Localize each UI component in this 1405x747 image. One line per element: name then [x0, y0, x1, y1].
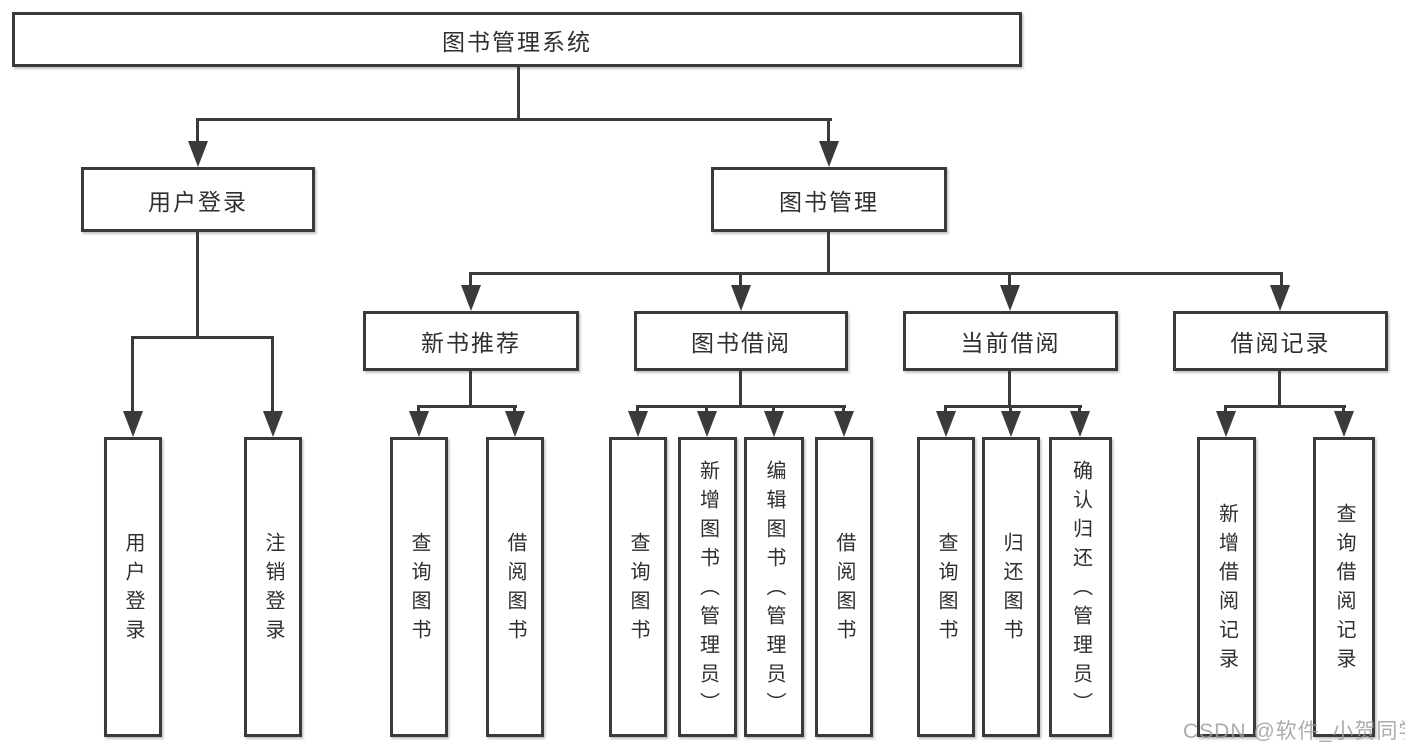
node-new-book-recommend: 新书推荐: [363, 311, 579, 371]
arrowhead-down-icon: [263, 411, 283, 437]
connector-stub: [842, 405, 845, 416]
leaf-query-books-borrow: 查询图书: [609, 437, 667, 737]
arrowhead-down-icon: [1001, 411, 1021, 437]
leaf-return-books: 归还图书: [982, 437, 1040, 737]
leaf-edit-books-admin: 编辑图书（管理员）: [744, 437, 804, 737]
connector-stub: [1078, 405, 1081, 416]
arrowhead-down-icon: [409, 411, 429, 437]
leaf-user-login: 用户登录: [104, 437, 162, 737]
arrowhead-down-icon: [1070, 411, 1090, 437]
connector-stub: [1008, 272, 1011, 288]
connector-stub: [1280, 272, 1283, 288]
connector-stub: [271, 336, 274, 414]
connector-stub: [636, 405, 639, 416]
connector-stub: [131, 336, 134, 414]
arrowhead-down-icon: [764, 411, 784, 437]
connector-stub: [469, 272, 472, 288]
connector-current-drop: [1008, 371, 1011, 408]
arrowhead-down-icon: [1216, 411, 1236, 437]
arrowhead-down-icon: [123, 411, 143, 437]
connector-stub: [827, 118, 830, 145]
connector-bookmgmt-split: [469, 272, 1283, 275]
connector-newbook-drop: [469, 371, 472, 408]
connector-current-split: [944, 405, 1082, 408]
arrowhead-down-icon: [188, 141, 208, 167]
connector-root-split: [196, 118, 832, 121]
node-borrowing-records: 借阅记录: [1173, 311, 1388, 371]
connector-stub: [739, 272, 742, 288]
connector-borrow-drop: [739, 371, 742, 408]
leaf-borrow-books-recommend: 借阅图书: [486, 437, 544, 737]
leaf-query-books-current: 查询图书: [917, 437, 975, 737]
leaf-add-borrow-record: 新增借阅记录: [1197, 437, 1256, 737]
leaf-borrow-books: 借阅图书: [815, 437, 873, 737]
connector-stub: [196, 118, 199, 145]
connector-stub: [1009, 405, 1012, 416]
connector-newbook-split: [417, 405, 517, 408]
node-root-library-system: 图书管理系统: [12, 12, 1022, 67]
connector-borrow-split: [636, 405, 846, 408]
connector-root-drop: [517, 67, 520, 121]
leaf-query-borrow-record: 查询借阅记录: [1313, 437, 1375, 737]
arrowhead-down-icon: [731, 285, 751, 311]
connector-stub: [1342, 405, 1345, 416]
connector-stub: [513, 405, 516, 416]
leaf-logout: 注销登录: [244, 437, 302, 737]
arrowhead-down-icon: [697, 411, 717, 437]
arrowhead-down-icon: [461, 285, 481, 311]
csdn-watermark: CSDN @软件_小贺同学: [1183, 720, 1405, 743]
node-user-login-branch: 用户登录: [81, 167, 315, 232]
arrowhead-down-icon: [628, 411, 648, 437]
arrowhead-down-icon: [1270, 285, 1290, 311]
arrowhead-down-icon: [1000, 285, 1020, 311]
connector-stub: [705, 405, 708, 416]
connector-stub: [944, 405, 947, 416]
connector-userlogin-drop: [196, 232, 199, 339]
node-current-borrowing: 当前借阅: [903, 311, 1118, 371]
arrowhead-down-icon: [936, 411, 956, 437]
node-book-management-branch: 图书管理: [711, 167, 947, 232]
leaf-confirm-return-admin: 确认归还（管理员）: [1049, 437, 1112, 737]
connector-bookmgmt-drop: [827, 232, 830, 275]
arrowhead-down-icon: [819, 141, 839, 167]
arrowhead-down-icon: [834, 411, 854, 437]
connector-records-split: [1224, 405, 1346, 408]
node-book-borrowing: 图书借阅: [634, 311, 848, 371]
leaf-add-books-admin: 新增图书（管理员）: [678, 437, 737, 737]
arrowhead-down-icon: [1334, 411, 1354, 437]
connector-stub: [772, 405, 775, 416]
leaf-query-books-recommend: 查询图书: [390, 437, 448, 737]
arrowhead-down-icon: [505, 411, 525, 437]
connector-userlogin-split: [131, 336, 274, 339]
connector-stub: [1224, 405, 1227, 416]
connector-stub: [417, 405, 420, 416]
connector-records-drop: [1278, 371, 1281, 408]
